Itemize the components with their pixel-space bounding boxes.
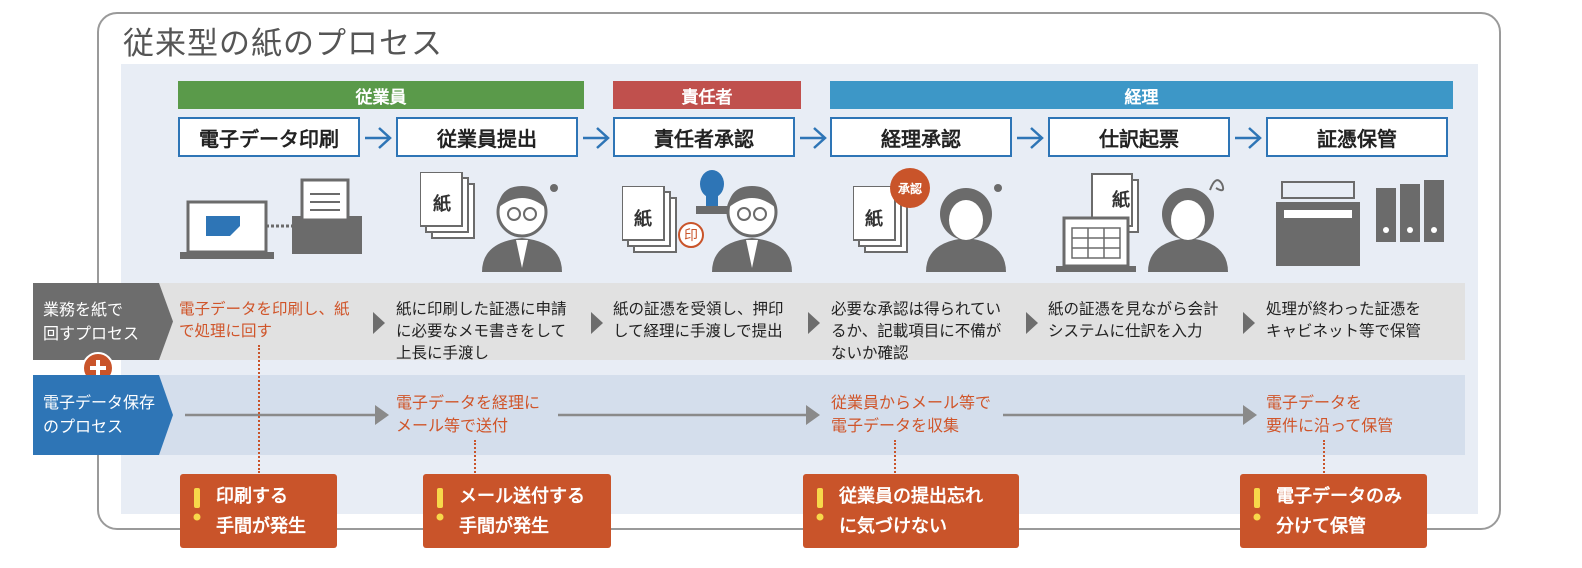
role-band-manager: 責任者 — [613, 81, 801, 109]
paper-desc-storage: 処理が終わった証憑を キャビネット等で保管 — [1266, 298, 1421, 342]
desc-line: るか、記載項目に不備が — [831, 322, 1002, 340]
role-band-accounting: 経理 — [830, 81, 1453, 109]
paper-desc-accounting: 必要な承認は得られてい るか、記載項目に不備が ないか確認 — [831, 298, 1001, 364]
paper-process-label-line2: 回すプロセス — [43, 323, 140, 343]
paper-desc-journal: 紙の証憑を見ながら会計 システムに仕訳を入力 — [1048, 298, 1219, 342]
cabinet-binder-icon — [1276, 180, 1444, 266]
paper-label: 紙 — [433, 194, 451, 215]
item-line: 電子データを経理に — [396, 393, 541, 412]
step-manager-approve: 責任者承認 — [613, 117, 795, 157]
desc-line: 紙に印刷した証憑に申請 — [396, 300, 567, 318]
desc-line: キャビネット等で保管 — [1266, 322, 1422, 340]
warning-line: 分けて保管 — [1276, 516, 1366, 537]
approved-badge: 承認 — [890, 168, 930, 208]
exclamation-icon — [1253, 488, 1261, 521]
connector-line — [258, 345, 260, 473]
desc-line: 処理が終わった証憑を — [1266, 300, 1422, 318]
electronic-item-collect: 従業員からメール等で 電子データを収集 — [831, 391, 991, 437]
paper-label: 紙 — [634, 209, 652, 230]
warning-line: 手間が発生 — [459, 516, 549, 537]
paper-process-label: 業務を紙で 回すプロセス — [33, 283, 173, 360]
electronic-process-label: 電子データ保存 のプロセス — [33, 375, 173, 455]
seal-label: 印 — [684, 228, 698, 244]
exclamation-icon — [816, 488, 824, 521]
item-line: 電子データを収集 — [831, 416, 960, 435]
step-employee-submit: 従業員提出 — [396, 117, 578, 157]
accountant-avatar-icon — [926, 184, 1006, 272]
step-journal-entry: 仕訳起票 — [1048, 117, 1230, 157]
paper-desc-submit: 紙に印刷した証憑に申請 に必要なメモ書きをして 上長に手渡し — [396, 298, 567, 364]
warning-print-effort: 印刷する 手間が発生 — [180, 474, 337, 548]
desc-line: 電子データを印刷し、紙 — [179, 300, 350, 318]
warning-line: メール送付する — [459, 486, 585, 507]
warning-forgotten-submission: 従業員の提出忘れ に気づけない — [803, 474, 1019, 548]
stamp-icon — [696, 170, 728, 214]
warning-mail-effort: メール送付する 手間が発生 — [423, 474, 611, 548]
item-line: メール等で送付 — [396, 416, 509, 435]
chevron-right-icon — [1243, 312, 1255, 334]
approved-label: 承認 — [897, 181, 922, 196]
electronic-item-send: 電子データを経理に メール等で送付 — [396, 391, 540, 437]
flow-line-arrow-icon — [1003, 405, 1257, 425]
paper-desc-print: 電子データを印刷し、紙 で処理に回す — [179, 298, 350, 342]
page-title: 従来型の紙のプロセス — [123, 26, 443, 62]
chevron-right-icon — [1026, 312, 1038, 334]
step-accounting-approve: 経理承認 — [830, 117, 1012, 157]
warning-line: 電子データのみ — [1276, 486, 1402, 507]
manager-avatar-icon — [712, 186, 792, 272]
role-band-employee: 従業員 — [178, 81, 584, 109]
laptop-printer-icon — [180, 178, 362, 259]
step-arrow-icon — [365, 127, 392, 149]
desc-line: 上長に手渡し — [396, 344, 490, 362]
step-arrow-icon — [800, 127, 827, 149]
connector-line — [894, 440, 896, 473]
warning-line: 手間が発生 — [216, 516, 306, 537]
step-arrow-icon — [1017, 127, 1044, 149]
chevron-right-icon — [373, 312, 385, 334]
warning-line: 印刷する — [216, 486, 288, 507]
connector-line — [1323, 440, 1325, 473]
item-line: 従業員からメール等で — [831, 393, 992, 412]
paper-process-row — [121, 283, 1465, 360]
electronic-process-label-line1: 電子データ保存 — [43, 393, 156, 412]
accountant-avatar-icon — [1148, 179, 1228, 272]
desc-line: して経理に手渡しで提出 — [613, 322, 783, 340]
desc-line: ないか確認 — [831, 344, 909, 362]
employee-avatar-icon — [482, 184, 562, 272]
paper-stack-icon — [420, 172, 475, 239]
paper-stack-icon — [853, 186, 908, 253]
warning-line: に気づけない — [839, 516, 947, 537]
flow-line-arrow-icon — [185, 405, 389, 425]
paper-process-label-line1: 業務を紙で — [43, 299, 124, 319]
connector-line — [474, 440, 476, 473]
electronic-item-store: 電子データを 要件に沿って保管 — [1266, 391, 1393, 437]
item-line: 要件に沿って保管 — [1266, 416, 1394, 435]
step-print: 電子データ印刷 — [178, 117, 360, 157]
computer-ledger-icon — [1056, 173, 1139, 272]
desc-line: に必要なメモ書きをして — [396, 322, 567, 340]
chevron-right-icon — [591, 312, 603, 334]
desc-line: 必要な承認は得られてい — [831, 300, 1002, 318]
item-line: 電子データを — [1266, 393, 1363, 412]
step-arrow-icon — [1235, 127, 1262, 149]
chevron-right-icon — [808, 312, 820, 334]
paper-label: 紙 — [865, 209, 883, 230]
step-arrow-icon — [583, 127, 610, 149]
exclamation-icon — [436, 488, 444, 521]
desc-line: で処理に回す — [179, 322, 273, 340]
warning-separate-storage: 電子データのみ 分けて保管 — [1240, 474, 1427, 548]
desc-line: 紙の証憑を見ながら会計 — [1048, 300, 1219, 318]
paper-label: 紙 — [1112, 190, 1130, 211]
electronic-process-label-line2: のプロセス — [43, 417, 124, 436]
desc-line: システムに仕訳を入力 — [1048, 322, 1203, 340]
seal-mark: 印 — [678, 222, 704, 248]
paper-desc-approve: 紙の証憑を受領し、押印 して経理に手渡しで提出 — [613, 298, 784, 342]
paper-stack-icon — [622, 186, 677, 253]
desc-line: 紙の証憑を受領し、押印 — [613, 300, 784, 318]
warning-line: 従業員の提出忘れ — [839, 486, 983, 507]
exclamation-icon — [193, 488, 201, 521]
step-voucher-storage: 証憑保管 — [1266, 117, 1448, 157]
flow-line-arrow-icon — [558, 405, 820, 425]
